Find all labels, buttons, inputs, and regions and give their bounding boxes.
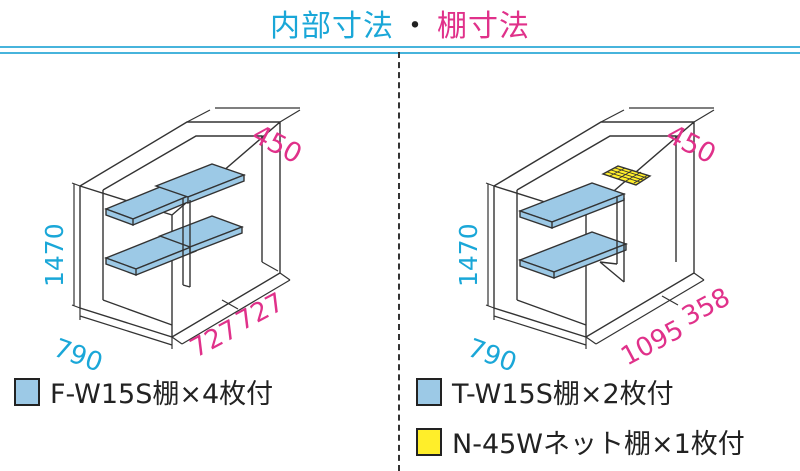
right-legend-shelf-label: T-W15S棚×2枚付 bbox=[452, 379, 674, 410]
right-height-label: 1470 bbox=[454, 223, 483, 287]
right-inner-frame bbox=[516, 135, 677, 326]
left-height-label: 1470 bbox=[40, 223, 69, 287]
shelf-swatch-icon bbox=[416, 377, 442, 406]
left-shelf-upper-right-edge bbox=[187, 173, 245, 205]
right-net-shelf-grid bbox=[606, 167, 649, 184]
right-shelf-depth-label: 450 bbox=[661, 119, 721, 171]
right-shelves bbox=[517, 165, 652, 283]
right-legend-item-shelf: T-W15S棚×2枚付 bbox=[416, 372, 674, 411]
header-rule-bottom bbox=[0, 52, 800, 54]
right-legend-item-net: N-45Wネット棚×1枚付 bbox=[416, 422, 745, 461]
right-dimension-lines bbox=[485, 107, 715, 349]
left-shelf-depth-label: 450 bbox=[247, 119, 307, 171]
right-shelf-support-post bbox=[599, 196, 625, 283]
right-storage-diagram bbox=[493, 121, 695, 338]
left-legend-item: F-W15S棚×4枚付 bbox=[14, 372, 273, 411]
right-shelf-width-label-2: 358 bbox=[677, 282, 735, 332]
left-shelves bbox=[104, 163, 247, 288]
left-inner-frame bbox=[102, 135, 263, 326]
left-shelf-width-label-1: 727 bbox=[185, 314, 243, 364]
left-legend-label: F-W15S棚×4枚付 bbox=[50, 379, 274, 410]
right-shelf-width-label-1: 1095 bbox=[616, 315, 689, 373]
title-inner-dimensions: 内部寸法 bbox=[270, 9, 394, 44]
title-separator: ・ bbox=[400, 9, 431, 44]
shelf-swatch-icon bbox=[14, 377, 40, 406]
left-shelf-width-label-2: 727 bbox=[231, 287, 289, 337]
right-cabinet-outline bbox=[493, 121, 695, 338]
left-dimension-lines bbox=[71, 107, 301, 349]
right-shelf-lower-edge bbox=[519, 242, 627, 280]
panel-divider bbox=[398, 52, 400, 471]
net-shelf-swatch-icon bbox=[416, 427, 442, 456]
header-rule-top bbox=[0, 46, 800, 48]
title-shelf-dimensions: 棚寸法 bbox=[437, 9, 530, 44]
header-title: 内部寸法 ・ 棚寸法 bbox=[0, 0, 800, 46]
right-legend-net-label: N-45Wネット棚×1枚付 bbox=[452, 429, 745, 460]
left-shelf-support-post bbox=[182, 198, 191, 288]
